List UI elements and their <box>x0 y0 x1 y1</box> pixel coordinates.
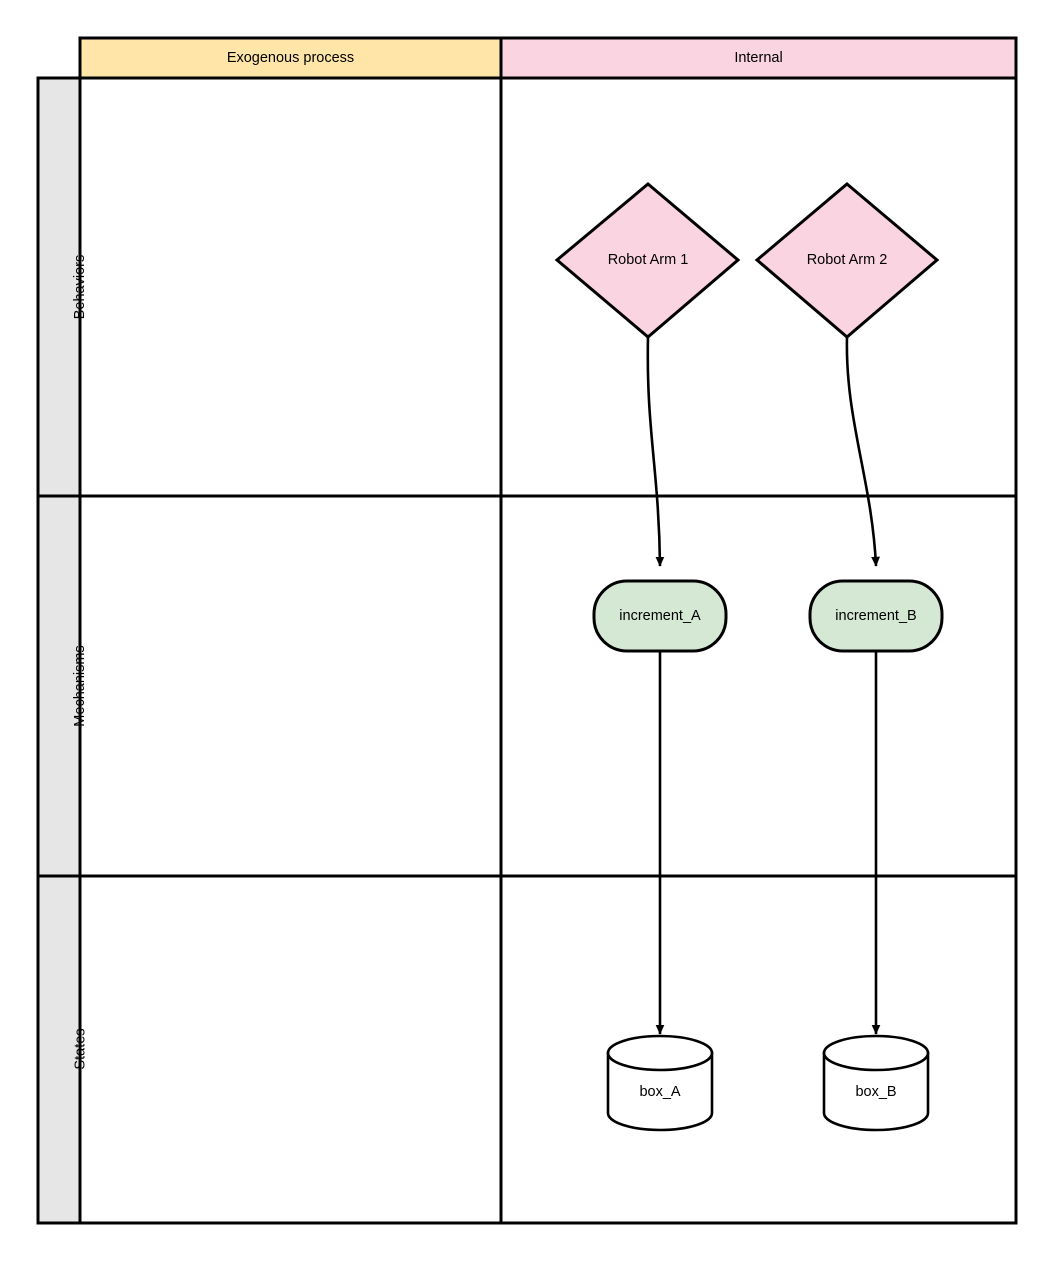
lane-mechanisms-internal <box>499 494 1018 878</box>
swimlane-grid <box>36 36 1018 1225</box>
lane-behaviors-exogenous <box>78 76 503 498</box>
lane-mechanisms-exogenous <box>78 494 503 878</box>
node-increment-a-shape[interactable] <box>592 579 728 653</box>
node-robot-arm-1-shape[interactable] <box>554 182 741 339</box>
node-box-a-shape[interactable] <box>606 1034 714 1132</box>
nodes-layer <box>554 182 944 1132</box>
node-robot-arm-2-shape[interactable] <box>754 182 940 339</box>
lane-behaviors-internal <box>499 76 1018 498</box>
node-box-b-shape[interactable] <box>822 1034 930 1132</box>
column-header-internal-fill <box>501 38 1016 78</box>
column-header-exogenous-fill <box>80 38 501 78</box>
edges-layer <box>646 336 881 1035</box>
row-header-behaviors-fill <box>38 78 80 496</box>
node-increment-b-shape[interactable] <box>808 579 944 653</box>
lane-states-exogenous <box>78 874 503 1225</box>
edge-robot-arm-1-to-increment-a <box>646 336 665 567</box>
edge-robot-arm-2-to-increment-b <box>845 336 880 567</box>
lane-states-internal <box>499 874 1018 1225</box>
row-header-states-fill <box>38 876 80 1223</box>
row-header-mechanisms-fill <box>38 496 80 876</box>
